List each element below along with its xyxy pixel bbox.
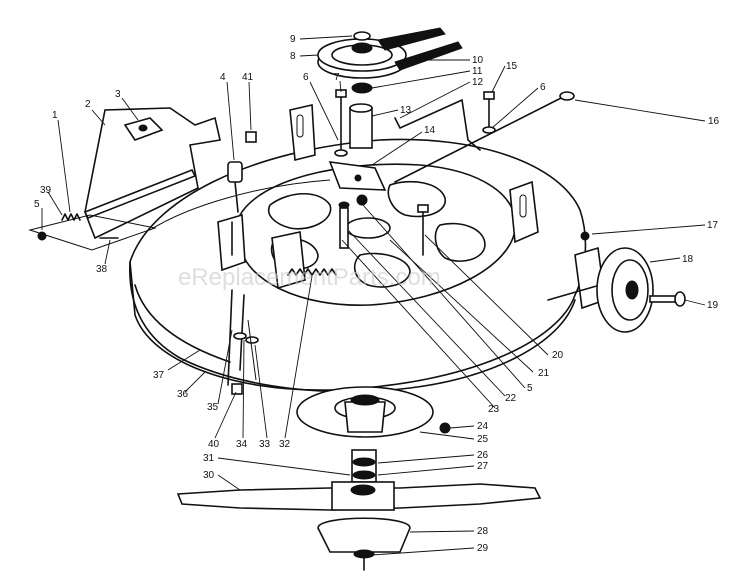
callout-c21: 21 [538,368,550,379]
callout-c27: 27 [477,461,489,472]
bolt-13 [417,204,429,256]
callout-c5a: 5 [34,199,40,210]
callout-c3: 3 [115,89,121,100]
pulley-assembly [317,27,463,149]
callout-c38: 38 [96,264,108,275]
callout-c37: 37 [153,370,165,381]
height-brackets [217,104,539,290]
callout-c5b: 5 [527,383,533,394]
callout-c6a: 6 [303,72,309,83]
callout-c8: 8 [290,51,296,62]
callout-c23: 23 [488,404,500,415]
callout-c26: 26 [477,450,489,461]
callout-c30: 30 [203,470,215,481]
lower-left-hardware [227,289,259,395]
callout-c25: 25 [477,434,489,445]
bolt-15 [482,91,496,134]
cable-16 [394,95,566,183]
leader-lines [41,35,706,556]
callout-c6b: 6 [540,82,546,93]
callout-c13: 13 [400,105,412,116]
wheel-assembly [547,231,686,333]
callout-c34: 34 [236,439,248,450]
callout-c19: 19 [707,300,719,311]
callout-c7: 7 [334,72,340,83]
watermark: eReplacementParts.com [178,264,441,291]
callout-c32: 32 [279,439,291,450]
callout-c16: 16 [708,116,720,127]
callout-c28: 28 [477,526,489,537]
callout-c41: 41 [242,72,254,83]
callout-c14: 14 [424,125,436,136]
callout-c31: 31 [203,453,215,464]
callout-c40: 40 [208,439,220,450]
callout-c33: 33 [259,439,271,450]
nut-41 [245,131,257,143]
callout-c36: 36 [177,389,189,400]
spring [287,268,337,276]
callout-c17: 17 [707,220,719,231]
callout-c10: 10 [472,55,484,66]
callout-c29: 29 [477,543,489,554]
callout-c15: 15 [506,61,518,72]
callout-c35: 35 [207,402,219,413]
bolt-7 [334,89,348,157]
callout-c18: 18 [682,254,694,265]
callout-c4: 4 [220,72,226,83]
callout-c11: 11 [472,66,483,77]
blade-adapter-assembly [176,386,542,571]
callout-c9: 9 [290,34,296,45]
callout-c12: 12 [472,77,484,88]
callout-c22: 22 [505,393,517,404]
callout-c20: 20 [552,350,564,361]
callout-c39: 39 [40,185,52,196]
callout-c1: 1 [52,110,58,121]
pin-4 [227,161,243,183]
callout-c2: 2 [85,99,91,110]
spring-39 [61,213,81,221]
callout-c24: 24 [477,421,489,432]
